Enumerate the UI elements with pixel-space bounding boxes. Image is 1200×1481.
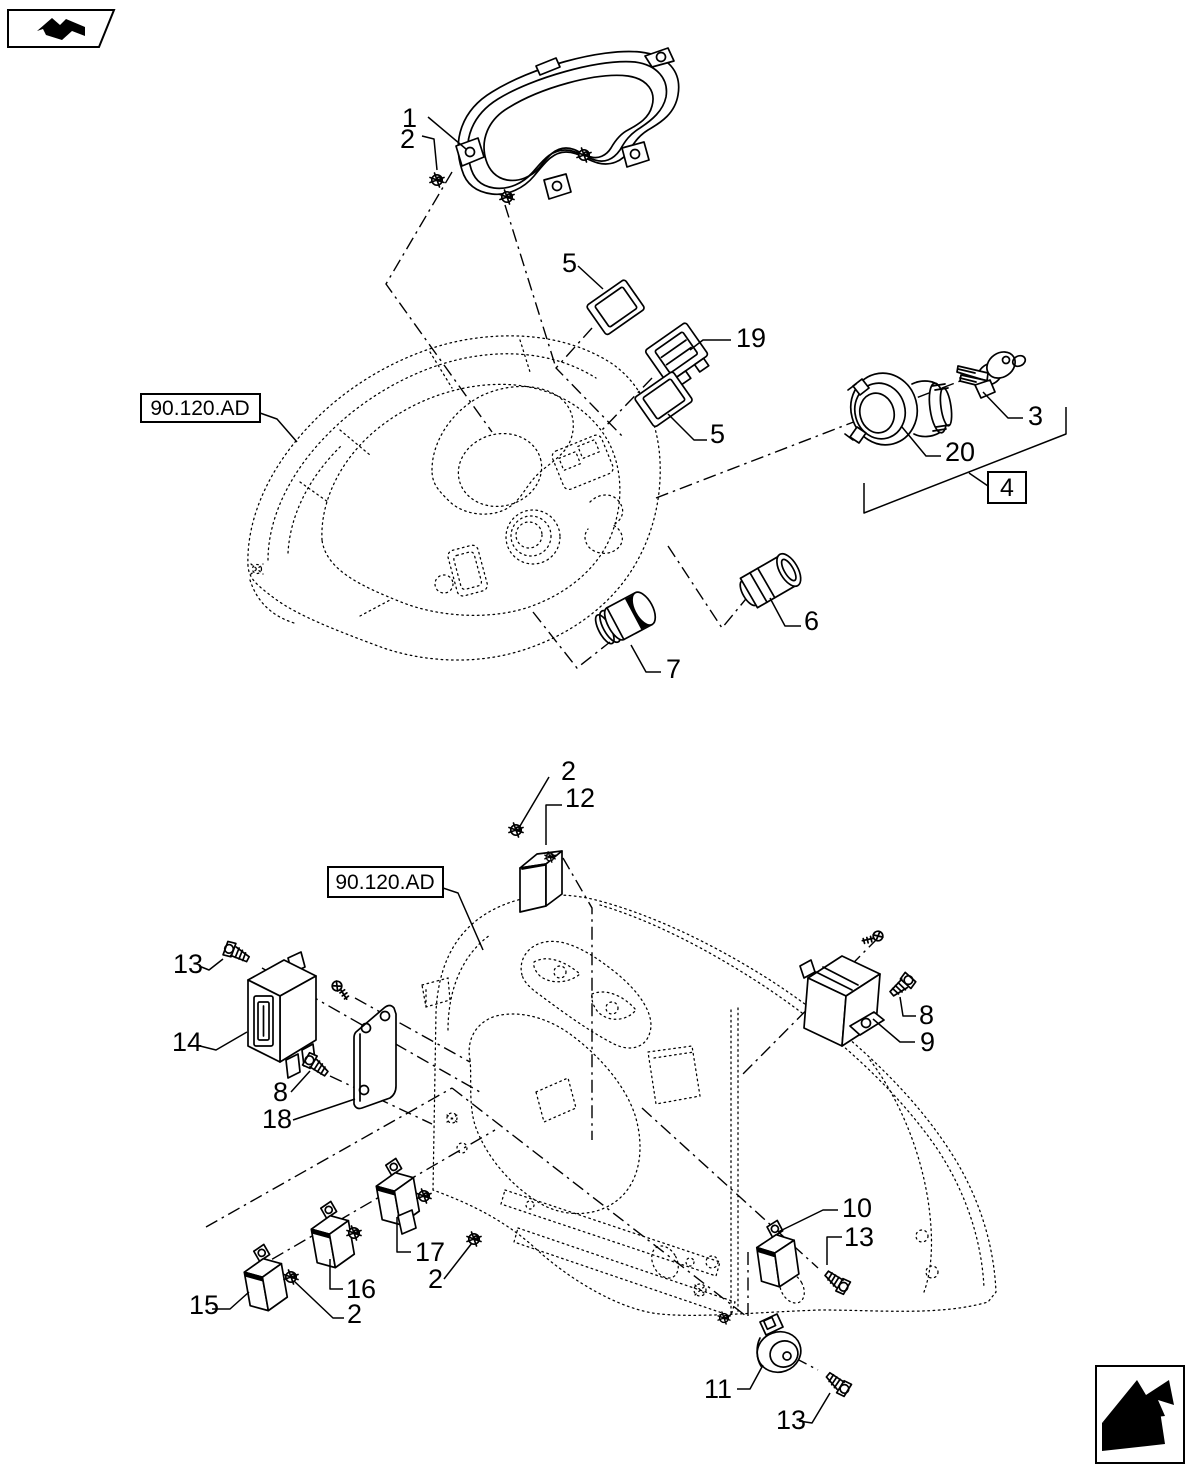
bottom-diagram: 90.120.AD 2 12 13 14 8 18 8 9 15 2 16 17… xyxy=(172,756,997,1435)
callout-13c: 13 xyxy=(776,1405,806,1435)
callout-18: 18 xyxy=(262,1104,292,1134)
part-13-bolt-bottom xyxy=(821,1368,854,1399)
part-7-push-button xyxy=(594,591,657,645)
back-arrow-icon xyxy=(37,18,85,40)
mounting-screw xyxy=(860,926,886,951)
callout-2: 2 xyxy=(400,124,415,154)
part-14-control-module xyxy=(247,951,317,1079)
next-nav-button[interactable] xyxy=(1095,1365,1185,1464)
ref-box-bottom[interactable]: 90.120.AD xyxy=(327,866,484,951)
callout-9: 9 xyxy=(920,1027,935,1057)
callout-2c: 2 xyxy=(428,1264,443,1294)
callout-13a: 13 xyxy=(173,949,203,979)
part-9-module xyxy=(799,955,885,1047)
callout-4-box: 4 xyxy=(987,471,1027,504)
callout-2a: 2 xyxy=(561,756,576,786)
callout-5a: 5 xyxy=(562,248,577,278)
callout-14: 14 xyxy=(172,1027,202,1057)
callout-12: 12 xyxy=(565,783,595,813)
back-nav-button[interactable] xyxy=(7,9,116,48)
part-8-screw-right xyxy=(885,970,918,1001)
part-11-horn xyxy=(756,1313,802,1374)
ref-label-bottom: 90.120.AD xyxy=(335,871,434,894)
part-15-relay xyxy=(239,1241,290,1315)
ref-box-top[interactable]: 90.120.AD xyxy=(140,393,298,443)
part-12-module xyxy=(519,850,563,913)
callout-5b: 5 xyxy=(710,419,725,449)
callout-17: 17 xyxy=(415,1237,445,1267)
callout-2b: 2 xyxy=(347,1299,362,1329)
callout-19: 19 xyxy=(736,323,766,353)
top-diagram: 90.120.AD 1 2 5 19 5 3 20 6 7 4 xyxy=(140,47,1067,684)
mounting-screw xyxy=(328,978,354,1001)
part-3-keys xyxy=(956,351,1027,399)
nut-washer xyxy=(416,1188,432,1204)
callout-4: 4 xyxy=(1000,474,1014,502)
relay-17-tab xyxy=(397,1209,417,1235)
callout-7: 7 xyxy=(666,654,681,684)
part-20-ignition-switch xyxy=(844,372,953,446)
callout-10: 10 xyxy=(842,1193,872,1223)
part-10-relay xyxy=(752,1217,802,1290)
washer-screw xyxy=(717,1311,731,1325)
part-2-nut xyxy=(466,1231,482,1247)
part-5-switch-blank-top xyxy=(586,279,645,336)
instrument-console-panel-outline xyxy=(247,335,661,661)
callout-11: 11 xyxy=(704,1374,732,1404)
part-19-rocker-switch xyxy=(644,322,710,386)
leader-lines-top xyxy=(421,116,1067,673)
callout-1: 1 xyxy=(402,103,417,133)
assembly-axis-lines-top xyxy=(385,171,969,669)
callout-16: 16 xyxy=(346,1274,376,1304)
callout-8b: 8 xyxy=(919,1000,934,1030)
part-1-instrument-cluster xyxy=(455,47,680,205)
callout-13b: 13 xyxy=(844,1222,874,1252)
callout-3: 3 xyxy=(1028,401,1043,431)
callout-8a: 8 xyxy=(273,1077,288,1107)
part-5-switch-blank-bottom xyxy=(634,371,693,428)
callout-15: 15 xyxy=(189,1290,219,1320)
callout-6: 6 xyxy=(804,606,819,636)
part-6-power-socket xyxy=(739,552,802,609)
callout-20: 20 xyxy=(945,437,975,467)
leader-lines-bottom xyxy=(198,776,916,1424)
rear-panel-outline xyxy=(421,894,997,1317)
part-2-screw xyxy=(429,172,445,188)
part-13-bolt-mid xyxy=(820,1266,853,1297)
part-18-bracket xyxy=(353,1004,397,1110)
ref-label-top: 90.120.AD xyxy=(150,397,249,420)
next-arrow-band xyxy=(1102,1411,1165,1451)
part-13-bolt-left xyxy=(220,938,253,967)
